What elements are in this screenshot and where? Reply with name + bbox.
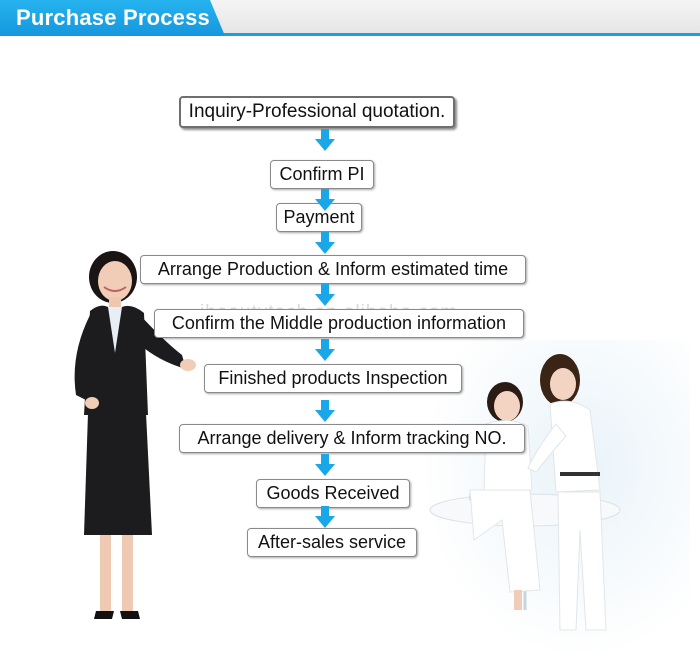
arrow-down-icon bbox=[315, 506, 335, 528]
page-title: Purchase Process bbox=[16, 5, 210, 30]
arrow-down-icon bbox=[315, 232, 335, 254]
step-payment: Payment bbox=[276, 203, 362, 232]
step-arrange-delivery: Arrange delivery & Inform tracking NO. bbox=[179, 424, 525, 453]
arrow-down-icon bbox=[315, 400, 335, 422]
office-workers-illustration bbox=[429, 354, 621, 631]
step-middle-production: Confirm the Middle production informatio… bbox=[154, 309, 524, 338]
arrow-down-icon bbox=[315, 454, 335, 476]
arrow-down-icon bbox=[315, 189, 335, 211]
step-inspection: Finished products Inspection bbox=[204, 364, 462, 393]
header: Purchase Process bbox=[0, 0, 700, 40]
arrow-down-icon bbox=[315, 284, 335, 306]
step-goods-received: Goods Received bbox=[256, 479, 410, 508]
businesswoman-illustration bbox=[74, 251, 196, 619]
arrow-down-icon bbox=[315, 129, 335, 151]
arrow-down-icon bbox=[315, 339, 335, 361]
header-tab bbox=[0, 0, 225, 36]
step-inquiry: Inquiry-Professional quotation. bbox=[179, 96, 455, 128]
step-arrange-production: Arrange Production & Inform estimated ti… bbox=[140, 255, 526, 284]
process-stage: ibeautytech.en.alibaba.com Inquiry-Profe… bbox=[0, 40, 700, 660]
step-after-sales: After-sales service bbox=[247, 528, 417, 557]
step-confirm-pi: Confirm PI bbox=[270, 160, 374, 189]
